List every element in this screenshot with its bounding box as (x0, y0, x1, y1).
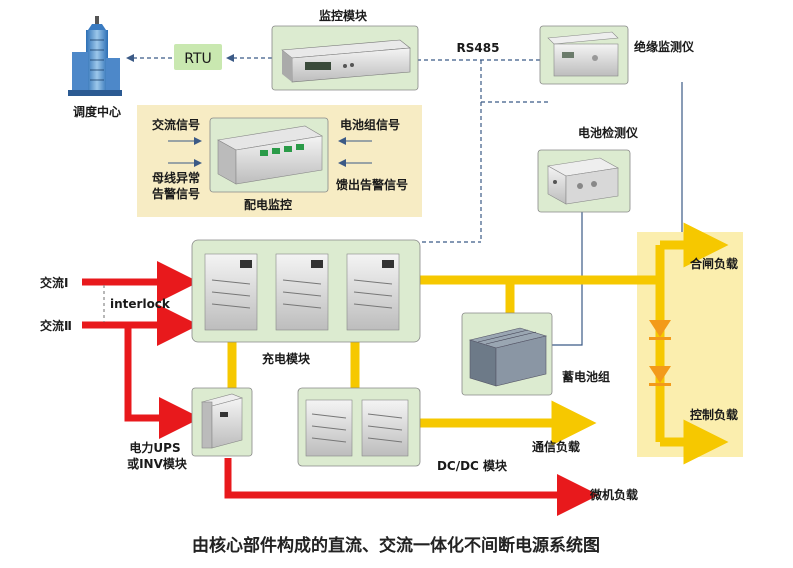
distribution-monitor-label: 配电监控 (244, 197, 292, 212)
bus-alarm-label-1: 母线异常 (152, 170, 200, 185)
battery-tester-label: 电池检测仪 (578, 125, 639, 140)
ac-in-1-label: 交流Ⅰ (40, 275, 68, 290)
dcdc-unit-2 (361, 399, 409, 457)
rtu-box (174, 44, 222, 70)
monitor-device-icon (281, 39, 411, 83)
diode-2 (649, 366, 671, 386)
battery-bank-icon (468, 327, 548, 387)
ac-in-2-label: 交流Ⅱ (40, 318, 72, 333)
micro-load-label: 微机负载 (589, 487, 638, 502)
dcdc-unit-1 (305, 399, 353, 457)
monitor-module-label: 监控模块 (319, 8, 368, 23)
charger-unit-1 (204, 253, 258, 331)
ups-label-1: 电力UPS (129, 440, 180, 455)
charger-unit-3 (346, 253, 400, 331)
diode-1 (649, 320, 671, 340)
charger-label: 充电模块 (262, 351, 311, 366)
dc-bus (227, 222, 729, 465)
control-load-label: 控制负载 (690, 407, 738, 422)
battery-signal-label: 电池组信号 (340, 117, 400, 132)
ups-device-icon (201, 393, 243, 449)
rs485-label: RS485 (457, 41, 500, 55)
battery-bank-label: 蓄电池组 (562, 369, 610, 384)
distribution-device-icon (217, 125, 323, 185)
battery-tester-device-icon (547, 157, 619, 205)
dcdc-label: DC/DC 模块 (437, 458, 508, 473)
comm-load-label: 通信负载 (532, 439, 580, 454)
bus-alarm-label-2: 告警信号 (152, 186, 200, 201)
ac-lines (82, 261, 599, 516)
rtu-label: RTU (184, 51, 212, 67)
insulation-device-icon (547, 31, 619, 77)
feeder-alarm-label: 馈出告警信号 (336, 177, 408, 192)
dispatch-center-label: 调度中心 (73, 104, 121, 119)
interlock-label: interlock (110, 297, 171, 311)
diagram-caption: 由核心部件构成的直流、交流一体化不间断电源系统图 (192, 535, 600, 556)
building-icon (68, 16, 122, 96)
charger-unit-2 (275, 253, 329, 331)
closing-load-label: 合闸负载 (690, 256, 738, 271)
ac-signal-label: 交流信号 (152, 117, 200, 132)
battery-tester-line (552, 210, 583, 346)
ups-label-2: 或INV模块 (127, 456, 188, 471)
rs485-bus (417, 59, 548, 243)
insulation-monitor-label: 绝缘监测仪 (634, 39, 695, 54)
